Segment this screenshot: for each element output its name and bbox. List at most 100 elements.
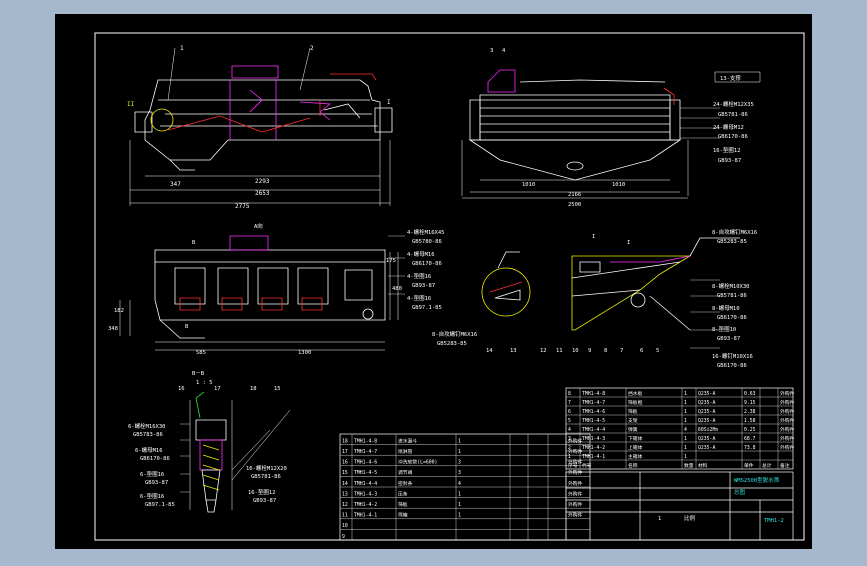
- parts-right-cell: TMH1-4-5: [582, 418, 605, 424]
- callout-mr-5: 8-螺母M10: [712, 304, 740, 312]
- balloon-14-ii: 14: [486, 348, 493, 354]
- parts-left-cell: 冲洗软管(L=600): [398, 459, 437, 466]
- parts-left-cell: TMH1-4-3: [354, 491, 377, 497]
- parts-left-cell: 外购件: [568, 469, 583, 476]
- parts-right-cell: TMH1-4-6: [582, 409, 605, 415]
- title-block: [565, 471, 794, 541]
- dim-585: 585: [196, 350, 206, 356]
- end-elevation-labels: 3 4 13-支撑 1010 1010 2166 2500 24-螺栓M12X3…: [490, 48, 754, 208]
- balloon-4: 4: [502, 48, 506, 54]
- dim-480: 480: [392, 286, 402, 292]
- bb-scale: 1 : 5: [196, 380, 213, 386]
- title-drawing-no: TMH1-2: [764, 518, 784, 524]
- callout-tr-6: GB93-87: [718, 158, 741, 164]
- parts-left-cell: 13: [342, 491, 348, 497]
- parts-left-cell: 密封条: [398, 480, 413, 487]
- parts-left-cell: 4: [458, 481, 461, 487]
- dim-1010-left: 1010: [522, 182, 535, 188]
- callout-ml-9: 8-自攻螺钉M6X16: [432, 330, 477, 338]
- dim-2293: 2293: [255, 178, 270, 185]
- callout-bl-12: GB93-87: [253, 498, 276, 504]
- parts-left-cell: TMH1-4-7: [354, 449, 377, 455]
- callout-mr-7: 8-垫圈10: [712, 325, 736, 333]
- dim-348: 348: [108, 326, 118, 332]
- balloon-17: 17: [214, 386, 221, 392]
- parts-left-cell: 1: [458, 438, 461, 444]
- callout-bl-10: GB5781-86: [251, 474, 281, 480]
- parts-right-cell: 单件: [744, 462, 754, 469]
- callout-mr-4: GB5781-86: [717, 293, 747, 299]
- parts-right-cell: TMH1-4-2: [582, 445, 605, 451]
- callout-tr-3: 24-螺母M12: [713, 123, 744, 131]
- callout-mr-8: GB93-87: [717, 336, 740, 342]
- section-b-b: [180, 391, 291, 513]
- parts-right-cell: 1: [684, 454, 687, 460]
- parts-left-cell: 3: [458, 460, 461, 466]
- parts-left-cell: 1: [458, 449, 461, 455]
- parts-right-cell: 代号: [582, 462, 592, 469]
- parts-left-cell: 1: [458, 513, 461, 519]
- parts-right-cell: 7: [568, 400, 571, 406]
- balloon-12: 12: [540, 348, 547, 354]
- parts-right-cell: 9.15: [744, 400, 756, 406]
- balloon-1: 1: [180, 45, 184, 52]
- parts-right-cell: 序号: [568, 462, 578, 469]
- parts-right-cell: Q235-A: [698, 391, 715, 397]
- parts-left-cell: 3: [458, 470, 461, 476]
- parts-left-cell: TMH1-4-4: [354, 481, 377, 487]
- parts-right-cell: Q235-A: [698, 418, 715, 424]
- parts-left-cell: 外购件: [568, 501, 583, 508]
- parts-right-cell: 备注: [780, 462, 790, 469]
- parts-left-cell: 1: [458, 502, 461, 508]
- balloon-10: 10: [572, 348, 579, 354]
- callout-mr-1: 8-自攻螺钉M6X16: [712, 228, 757, 236]
- parts-right-cell: 68.7: [744, 436, 756, 442]
- bb-title: B－B: [192, 371, 205, 377]
- parts-left-cell: 10: [342, 523, 348, 529]
- title-name: WMS2500型脱水筛: [734, 476, 780, 484]
- callout-bl-1: 6-螺栓M16X30: [128, 422, 166, 430]
- parts-left-cell: 外购件: [568, 490, 583, 497]
- callout-ml-2: GB5780-86: [412, 239, 442, 245]
- section-mark-i-top: I: [592, 234, 595, 240]
- parts-left-cell: 16: [342, 460, 348, 466]
- parts-right-cell: 4: [568, 427, 571, 433]
- title-sheet: 1: [658, 516, 661, 522]
- parts-right-border: [565, 387, 794, 470]
- parts-right-cell: 1: [684, 436, 687, 442]
- callout-tr-1: 24-螺栓M12X35: [713, 100, 754, 108]
- callout-ml-1: 4-螺栓M16X45: [407, 228, 445, 236]
- title-small-2: 比例: [684, 514, 696, 522]
- dim-2775: 2775: [235, 203, 250, 210]
- parts-right-cell: 73.8: [744, 445, 756, 451]
- section-b-b-labels: B－B 1 : 5 16 17 18 15 6-螺栓M16X30 GB5783-…: [128, 371, 287, 508]
- parts-left-cell: TMH1-4-8: [354, 438, 377, 444]
- parts-right-cell: 外购件: [780, 435, 795, 442]
- dim-2500: 2500: [568, 202, 581, 208]
- section-i-i: [571, 237, 740, 349]
- note-13: 13-支撑: [720, 74, 741, 82]
- parts-left-cell: 压条: [398, 490, 408, 497]
- parts-right-cell: 6: [568, 409, 571, 415]
- callout-bl-11: 16-垫圈12: [248, 488, 276, 496]
- parts-right-cell: 挡水板: [628, 390, 643, 397]
- section-mark-i: I: [387, 99, 391, 106]
- section-mark-ii: II: [127, 101, 135, 108]
- parts-left-cell: 18: [342, 438, 348, 444]
- parts-right-cell: 2.38: [744, 409, 756, 415]
- parts-right-cell: 外购件: [780, 444, 795, 451]
- callout-mr-2: GB5283-85: [717, 239, 747, 245]
- parts-right-cell: 2: [568, 445, 571, 451]
- parts-right-cell: Q235-A: [698, 445, 715, 451]
- callout-ml-8: GB97.1-85: [412, 305, 442, 311]
- callout-bl-4: GB6170-86: [140, 456, 170, 462]
- parts-left-cell: 1: [458, 491, 461, 497]
- view-a: [119, 235, 405, 351]
- parts-right-cell: 材料: [698, 462, 708, 469]
- parts-left-cell: 喷淋管: [398, 448, 413, 455]
- balloon-7: 7: [620, 348, 623, 354]
